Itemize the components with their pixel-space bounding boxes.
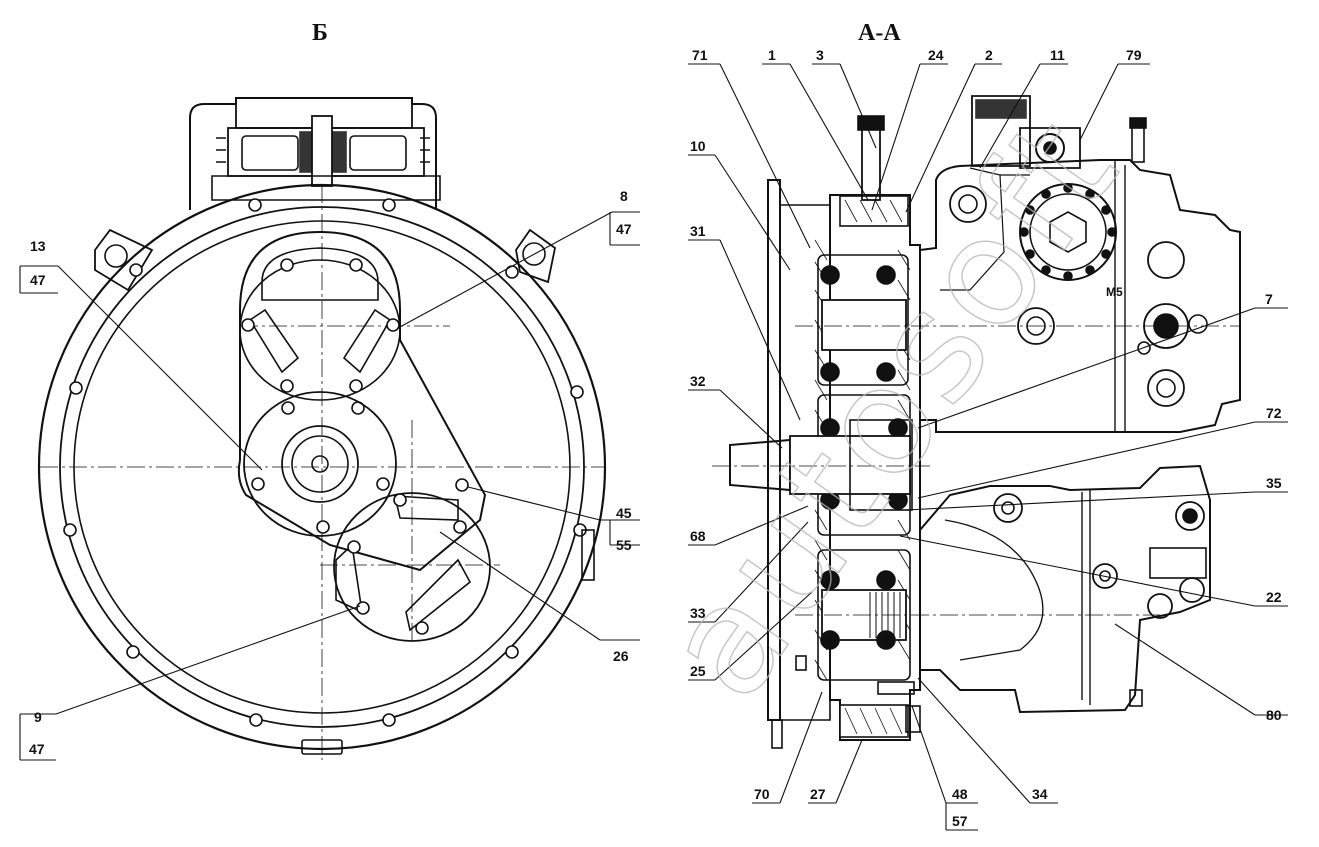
callout-47-bottom: 47 <box>29 741 45 757</box>
view-aa-leaders <box>688 63 1288 831</box>
callout-57: 57 <box>952 813 968 829</box>
callout-48: 48 <box>952 786 968 802</box>
callout-70: 70 <box>754 786 770 802</box>
callout-68: 68 <box>690 528 706 544</box>
callout-32: 32 <box>690 373 706 389</box>
callout-47-left: 47 <box>30 272 46 288</box>
view-aa-drawing <box>688 63 1288 831</box>
view-b-title: Б <box>312 20 328 46</box>
marking-m5: M5 <box>1106 285 1123 299</box>
callout-11: 11 <box>1050 47 1065 63</box>
callout-34: 34 <box>1032 786 1048 802</box>
callout-2: 2 <box>985 47 993 63</box>
callout-71: 71 <box>692 47 708 63</box>
callout-1: 1 <box>768 47 776 63</box>
callout-10: 10 <box>690 138 706 154</box>
callout-26: 26 <box>613 648 629 664</box>
callout-47-right: 47 <box>616 221 632 237</box>
callout-45: 45 <box>616 505 632 521</box>
callout-3: 3 <box>816 47 824 63</box>
callout-8: 8 <box>620 188 628 204</box>
view-b-drawing <box>19 97 640 761</box>
view-aa-title: А-А <box>858 20 901 46</box>
callout-31: 31 <box>690 223 706 239</box>
view-b-leaders <box>19 211 640 761</box>
callout-13: 13 <box>30 238 46 254</box>
callout-79: 79 <box>1126 47 1142 63</box>
callout-27: 27 <box>810 786 826 802</box>
callout-9: 9 <box>34 709 42 725</box>
callout-35: 35 <box>1266 475 1282 491</box>
callout-7: 7 <box>1265 291 1273 307</box>
flange-bolts <box>63 198 587 727</box>
callout-25: 25 <box>690 663 706 679</box>
callout-80: 80 <box>1266 707 1282 723</box>
callout-22: 22 <box>1266 589 1282 605</box>
callout-24: 24 <box>928 47 944 63</box>
callout-72: 72 <box>1266 405 1282 421</box>
callout-55: 55 <box>616 537 632 553</box>
callout-33: 33 <box>690 605 706 621</box>
